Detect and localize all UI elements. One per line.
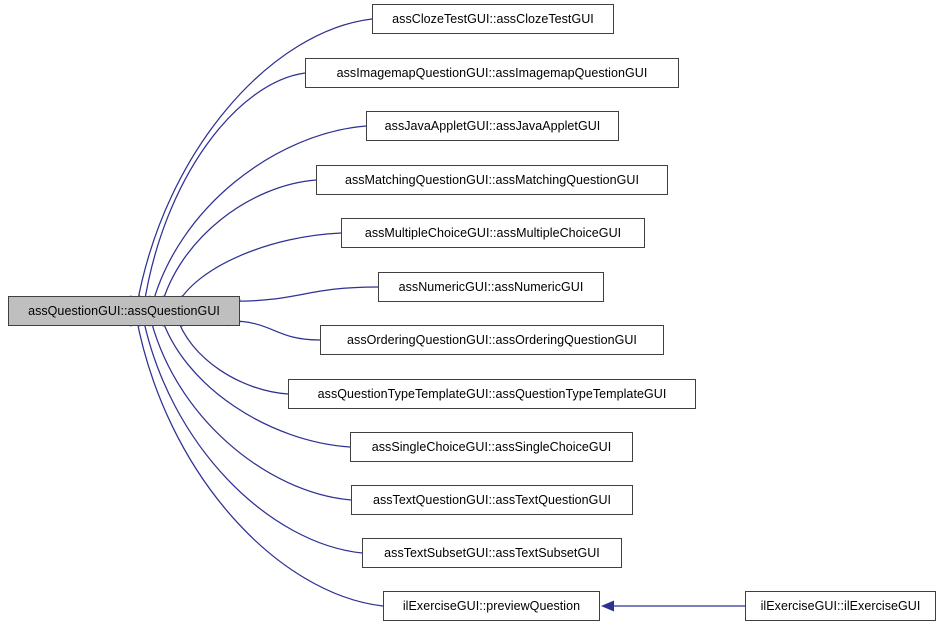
graph-edge [150,125,367,309]
graph-node[interactable]: assSingleChoiceGUI::assSingleChoiceGUI [350,432,633,462]
graph-node[interactable]: ilExerciseGUI::ilExerciseGUI [745,591,936,621]
graph-edge [228,320,321,341]
graph-node[interactable]: assMatchingQuestionGUI::assMatchingQuest… [316,165,668,195]
graph-node[interactable]: assTextQuestionGUI::assTextQuestionGUI [351,485,633,515]
graph-edge [143,72,306,308]
graph-node[interactable]: ilExerciseGUI::previewQuestion [383,591,600,621]
graph-node-root[interactable]: assQuestionGUI::assQuestionGUI [8,296,240,326]
graph-node[interactable]: assTextSubsetGUI::assTextSubsetGUI [362,538,622,568]
graph-node[interactable]: assNumericGUI::assNumericGUI [378,272,604,302]
graph-edge [160,179,317,308]
graph-edge [228,286,379,303]
graph-node[interactable]: assJavaAppletGUI::assJavaAppletGUI [366,111,619,141]
graph-node[interactable]: assClozeTestGUI::assClozeTestGUI [372,4,614,34]
graph-node[interactable]: assImagemapQuestionGUI::assImagemapQuest… [305,58,679,88]
edge-arrowhead [601,600,614,612]
graph-edge [175,315,289,395]
graph-node[interactable]: assOrderingQuestionGUI::assOrderingQuest… [320,325,664,355]
graph-node[interactable]: assMultipleChoiceGUI::assMultipleChoiceG… [341,218,645,248]
graph-edge [135,315,384,607]
graph-node[interactable]: assQuestionTypeTemplateGUI::assQuestionT… [288,379,696,409]
